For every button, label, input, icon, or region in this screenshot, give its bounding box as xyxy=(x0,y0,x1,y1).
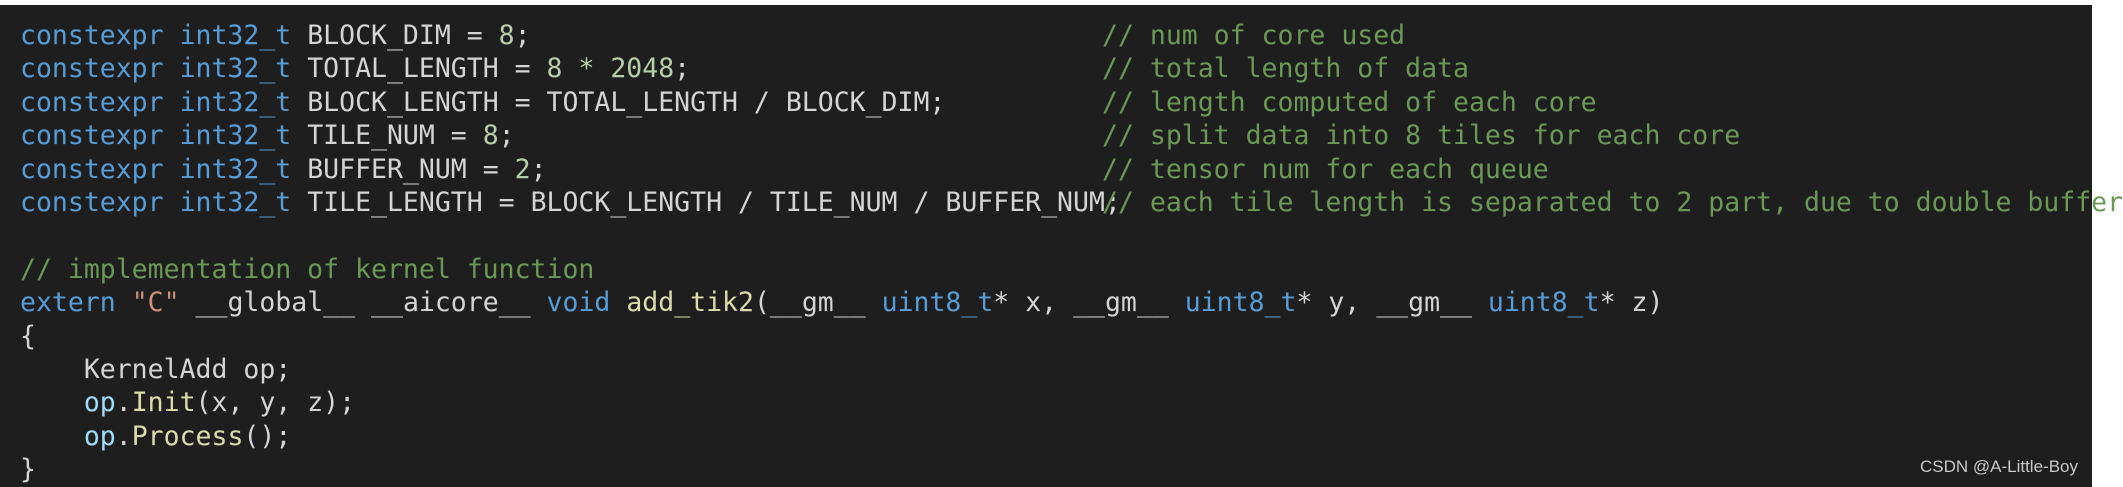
variable: op xyxy=(83,420,116,452)
code-editor: constexpr int32_t BLOCK_DIM = 8; // num o… xyxy=(0,5,2123,487)
code-comment: // implementation of kernel function xyxy=(20,253,595,285)
number-literal: 8 xyxy=(498,20,515,51)
method-name: Init xyxy=(131,387,196,419)
code-comment: // num of core used xyxy=(1102,20,1406,51)
code-text: TILE_NUM = xyxy=(291,120,483,152)
code-text: ; xyxy=(674,53,691,85)
keyword: constexpr xyxy=(20,20,164,51)
code-text: BUFFER_NUM = xyxy=(291,153,515,185)
number-literal: 8 * 2048 xyxy=(546,53,675,85)
code-text: BLOCK_DIM = xyxy=(291,20,499,51)
code-text: ; xyxy=(514,20,531,51)
code-comment: // total length of data xyxy=(1102,53,1469,85)
string-literal: "C" xyxy=(131,287,180,319)
blank-line xyxy=(20,219,2092,252)
code-text: BLOCK_LENGTH = TOTAL_LENGTH / BLOCK_DIM; xyxy=(291,86,946,118)
open-brace: { xyxy=(20,320,36,352)
code-line: op.Init(x, y, z); xyxy=(83,387,356,419)
type: uint8_t xyxy=(881,287,994,319)
code-text: ; xyxy=(498,120,515,152)
code-line: { xyxy=(20,320,2092,353)
function-name: add_tik2 xyxy=(626,287,754,319)
code-comment: // length computed of each core xyxy=(1102,86,1597,118)
code-text: * z) xyxy=(1599,287,1664,319)
code-line: KernelAdd op; xyxy=(20,353,2092,386)
keyword: constexpr xyxy=(20,53,164,85)
code-comment: // each tile length is separated to 2 pa… xyxy=(1102,186,2123,218)
type: int32_t xyxy=(179,186,292,218)
code-text: KernelAdd op; xyxy=(20,353,292,385)
function-signature: extern "C" __global__ __aicore__ void ad… xyxy=(20,286,2092,319)
type: int32_t xyxy=(179,120,292,152)
method-name: Process xyxy=(131,420,244,452)
keyword: extern xyxy=(20,287,116,319)
keyword: constexpr xyxy=(20,153,164,185)
code-line: constexpr int32_t TILE_NUM = 8; // split … xyxy=(20,119,2092,152)
close-brace: } xyxy=(20,454,36,486)
type: int32_t xyxy=(179,53,292,85)
code-line: constexpr int32_t BLOCK_DIM = 8; // num o… xyxy=(20,19,2092,52)
type: int32_t xyxy=(179,86,292,118)
code-text: TILE_LENGTH = BLOCK_LENGTH / TILE_NUM / … xyxy=(291,186,1121,218)
keyword: constexpr xyxy=(20,186,164,218)
code-line: constexpr int32_t BLOCK_LENGTH = TOTAL_L… xyxy=(20,86,2092,119)
code-comment: // split data into 8 tiles for each core xyxy=(1102,120,1741,152)
code-text: (x, y, z); xyxy=(195,387,356,419)
code-line: // implementation of kernel function xyxy=(20,253,2092,286)
type: int32_t xyxy=(179,153,292,185)
watermark: CSDN @A-Little-Boy xyxy=(1919,457,2078,476)
keyword: constexpr xyxy=(20,120,164,152)
keyword: constexpr xyxy=(20,86,164,118)
code-text: TOTAL_LENGTH = xyxy=(291,53,547,85)
variable: op xyxy=(83,387,116,419)
number-literal: 2 xyxy=(514,153,531,185)
code-text: * x, __gm__ xyxy=(993,287,1185,319)
code-line: constexpr int32_t TOTAL_LENGTH = 8 * 204… xyxy=(20,52,2092,85)
code-text: * y, __gm__ xyxy=(1296,287,1488,319)
type: uint8_t xyxy=(1487,287,1600,319)
code-line: constexpr int32_t TILE_LENGTH = BLOCK_LE… xyxy=(20,186,2123,219)
code-comment: // tensor num for each queue xyxy=(1102,153,1549,185)
code-line: op.Process(); xyxy=(83,420,292,452)
number-literal: 8 xyxy=(482,120,499,152)
code-text: (__gm__ xyxy=(753,287,882,319)
code-text: ; xyxy=(530,153,547,185)
code-line: } xyxy=(20,453,2092,486)
type: int32_t xyxy=(179,20,292,51)
keyword: void xyxy=(546,287,611,319)
code-line: constexpr int32_t BUFFER_NUM = 2; // tens… xyxy=(20,153,2092,186)
code-text: (); xyxy=(243,420,292,452)
type: uint8_t xyxy=(1184,287,1297,319)
code-text: __global__ __aicore__ xyxy=(179,287,547,319)
